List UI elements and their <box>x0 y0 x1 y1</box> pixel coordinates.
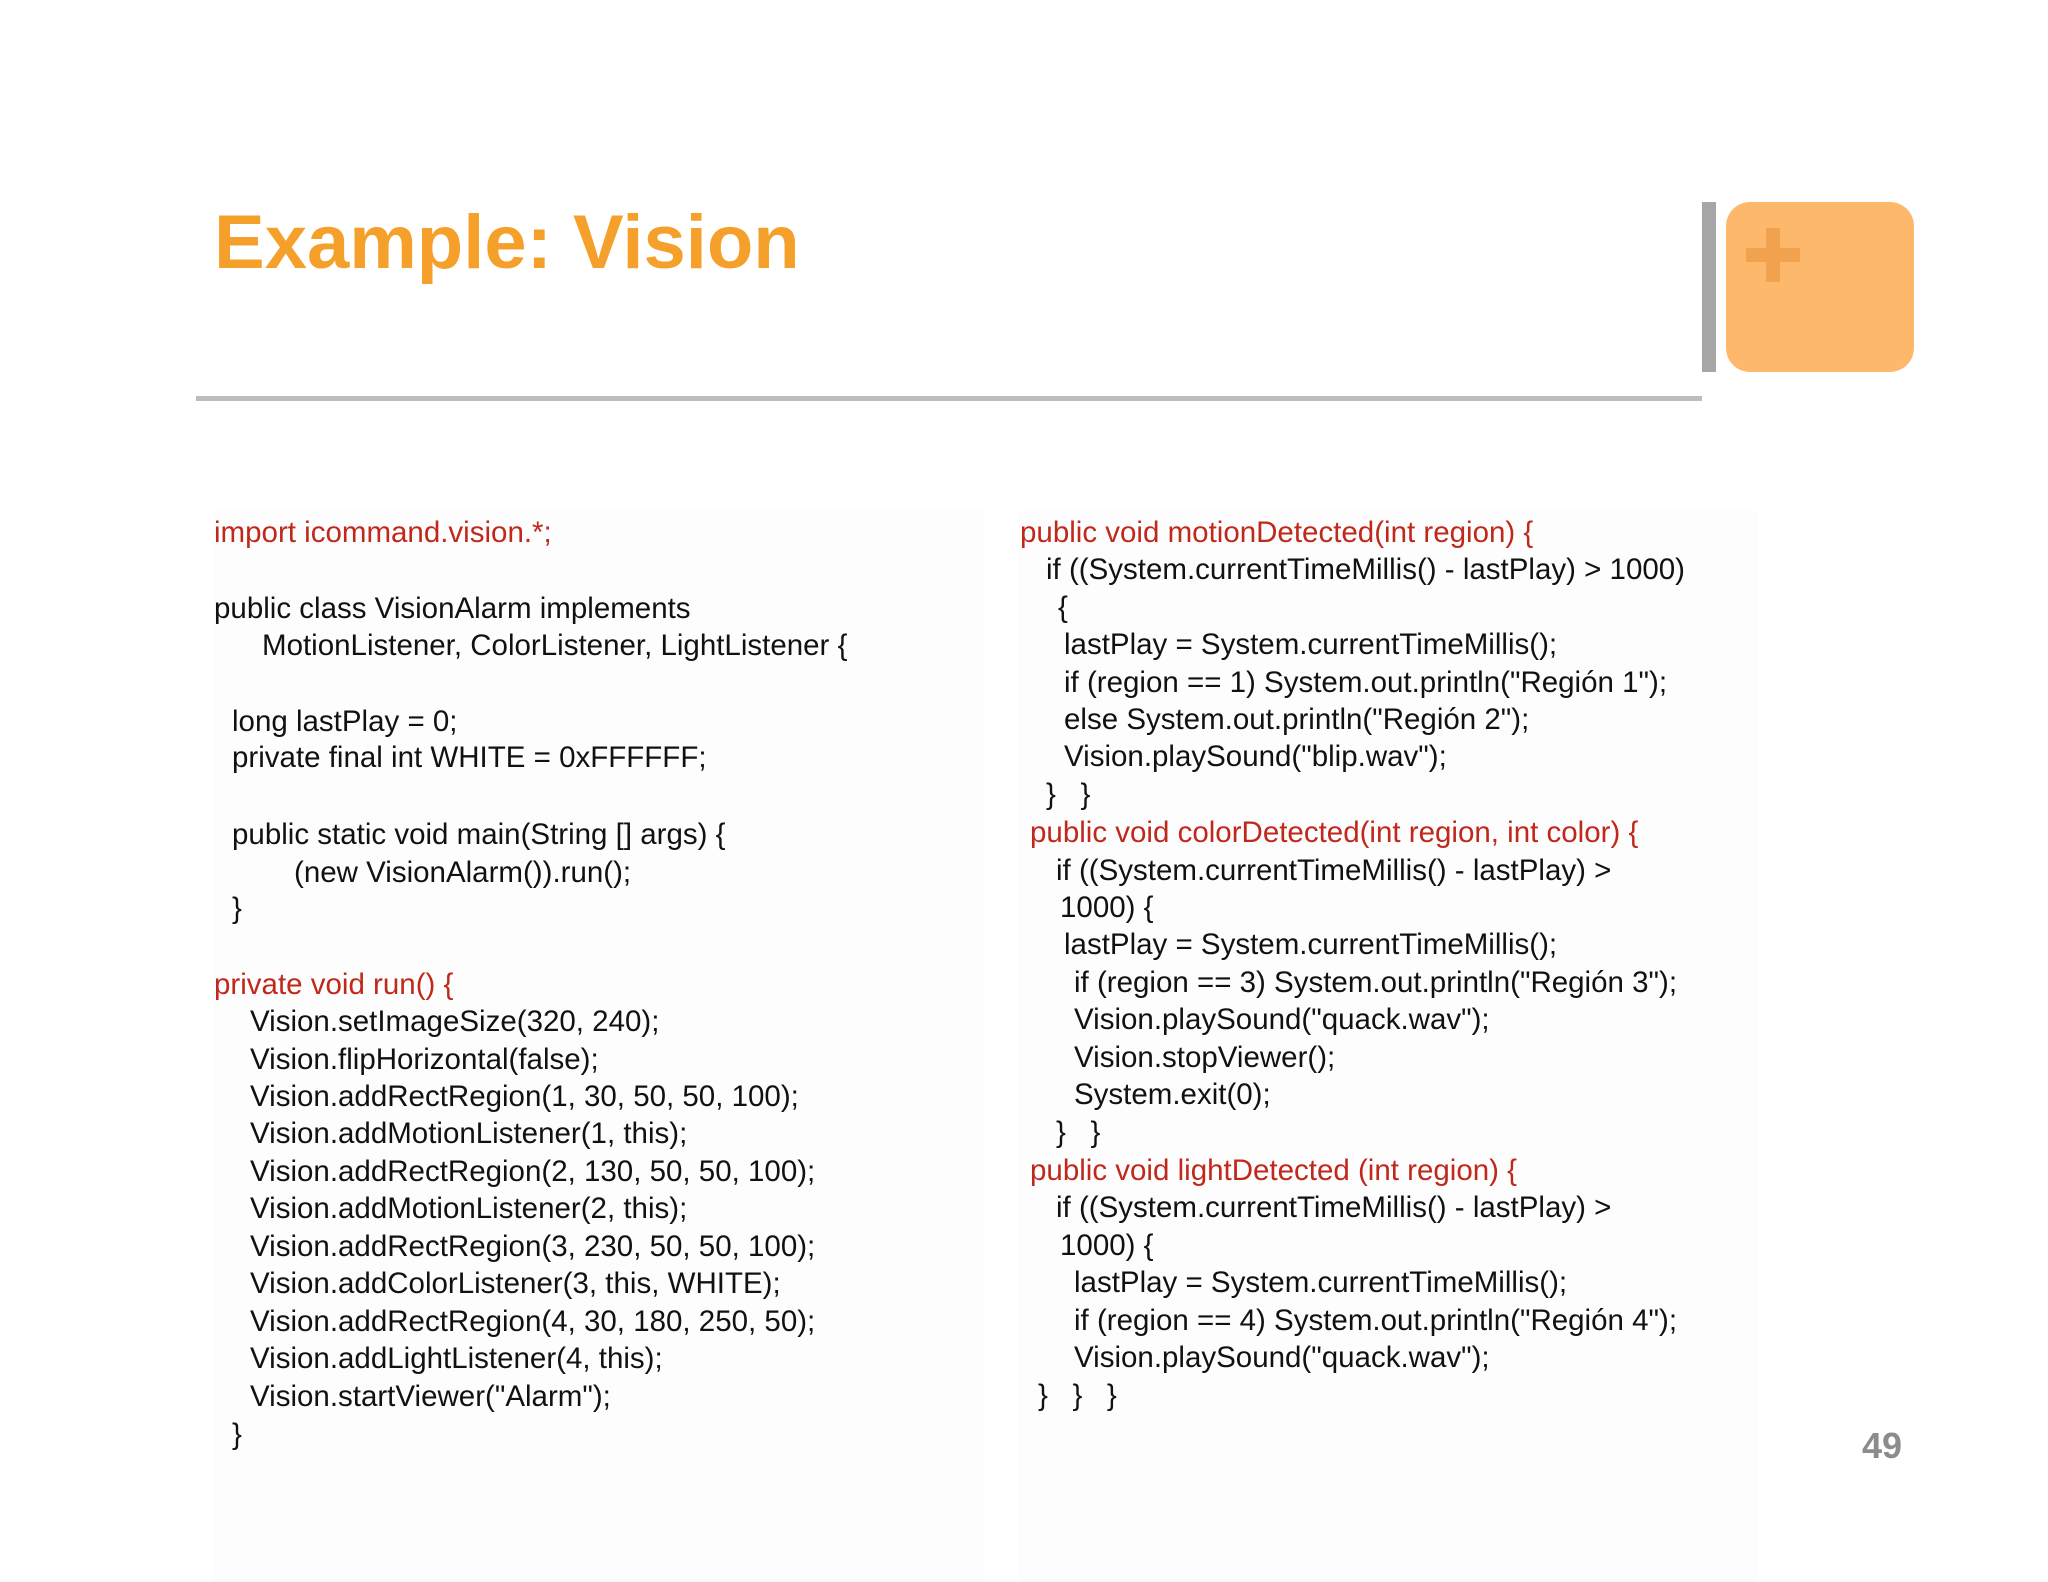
code-line-run-body: Vision.startViewer("Alarm"); <box>250 1380 611 1413</box>
code-line-last-play-field: long lastPlay = 0; <box>232 705 458 738</box>
code-line-light-body: if ((System.currentTimeMillis() - lastPl… <box>1056 1191 1612 1224</box>
page-number: 49 <box>1862 1425 1903 1466</box>
accent-box <box>1726 202 1914 372</box>
code-line-run-declaration: private void run() { <box>214 968 454 1001</box>
code-line-light-close: } } } <box>1038 1379 1117 1412</box>
code-line-import: import icommand.vision.*; <box>214 516 552 549</box>
code-line-color-body: lastPlay = System.currentTimeMillis(); <box>1064 928 1558 961</box>
slide-title: Example: Vision <box>214 200 800 285</box>
plus-icon <box>1746 228 1800 282</box>
code-line-main-declaration: public static void main(String [] args) … <box>232 818 726 851</box>
code-line-run-body: Vision.setImageSize(320, 240); <box>250 1005 660 1038</box>
code-line-motion-body: { <box>1058 591 1068 624</box>
code-line-run-close: } <box>232 1418 242 1451</box>
vertical-accent-bar <box>1702 202 1716 372</box>
code-line-motion-declaration: public void motionDetected(int region) { <box>1020 516 1534 549</box>
code-line-run-body: Vision.addRectRegion(1, 30, 50, 50, 100)… <box>250 1080 799 1113</box>
title-rule <box>196 396 1702 401</box>
code-line-motion-body: else System.out.println("Región 2"); <box>1064 703 1530 736</box>
code-line-color-body: if (region == 3) System.out.println("Reg… <box>1074 966 1678 999</box>
code-line-color-body: if ((System.currentTimeMillis() - lastPl… <box>1056 854 1612 887</box>
code-line-white-field: private final int WHITE = 0xFFFFFF; <box>232 741 707 774</box>
code-line-main-body: (new VisionAlarm()).run(); <box>294 856 632 889</box>
code-line-run-body: Vision.addMotionListener(1, this); <box>250 1117 688 1150</box>
code-line-run-body: Vision.addLightListener(4, this); <box>250 1342 663 1375</box>
code-line-run-body: Vision.addColorListener(3, this, WHITE); <box>250 1267 781 1300</box>
code-panel-left <box>214 510 984 1582</box>
code-panel-right <box>1018 510 1758 1582</box>
code-line-light-declaration: public void lightDetected (int region) { <box>1030 1154 1518 1187</box>
code-line-motion-body: Vision.playSound("blip.wav"); <box>1064 740 1447 773</box>
code-line-motion-close: } } <box>1046 778 1091 811</box>
code-line-motion-body: lastPlay = System.currentTimeMillis(); <box>1064 628 1558 661</box>
code-line-color-close: } } <box>1056 1116 1101 1149</box>
code-line-run-body: Vision.addRectRegion(3, 230, 50, 50, 100… <box>250 1230 816 1263</box>
code-line-color-body: 1000) { <box>1060 891 1154 924</box>
code-line-run-body: Vision.flipHorizontal(false); <box>250 1043 599 1076</box>
code-line-main-close: } <box>232 892 242 925</box>
code-line-color-body: Vision.playSound("quack.wav"); <box>1074 1003 1490 1036</box>
code-line-run-body: Vision.addMotionListener(2, this); <box>250 1192 688 1225</box>
code-line-light-body: lastPlay = System.currentTimeMillis(); <box>1074 1266 1568 1299</box>
code-line-light-body: 1000) { <box>1060 1229 1154 1262</box>
code-line-motion-body: if (region == 1) System.out.println("Reg… <box>1064 666 1668 699</box>
code-line-color-body: Vision.stopViewer(); <box>1074 1041 1336 1074</box>
code-line-class-interfaces: MotionListener, ColorListener, LightList… <box>262 629 848 662</box>
code-line-motion-body: if ((System.currentTimeMillis() - lastPl… <box>1046 553 1686 586</box>
code-line-light-body: Vision.playSound("quack.wav"); <box>1074 1341 1490 1374</box>
code-line-color-body: System.exit(0); <box>1074 1078 1271 1111</box>
code-line-class-declaration: public class VisionAlarm implements <box>214 592 691 625</box>
code-line-color-declaration: public void colorDetected(int region, in… <box>1030 816 1639 849</box>
code-line-light-body: if (region == 4) System.out.println("Reg… <box>1074 1304 1678 1337</box>
code-line-run-body: Vision.addRectRegion(4, 30, 180, 250, 50… <box>250 1305 816 1338</box>
code-line-run-body: Vision.addRectRegion(2, 130, 50, 50, 100… <box>250 1155 816 1188</box>
